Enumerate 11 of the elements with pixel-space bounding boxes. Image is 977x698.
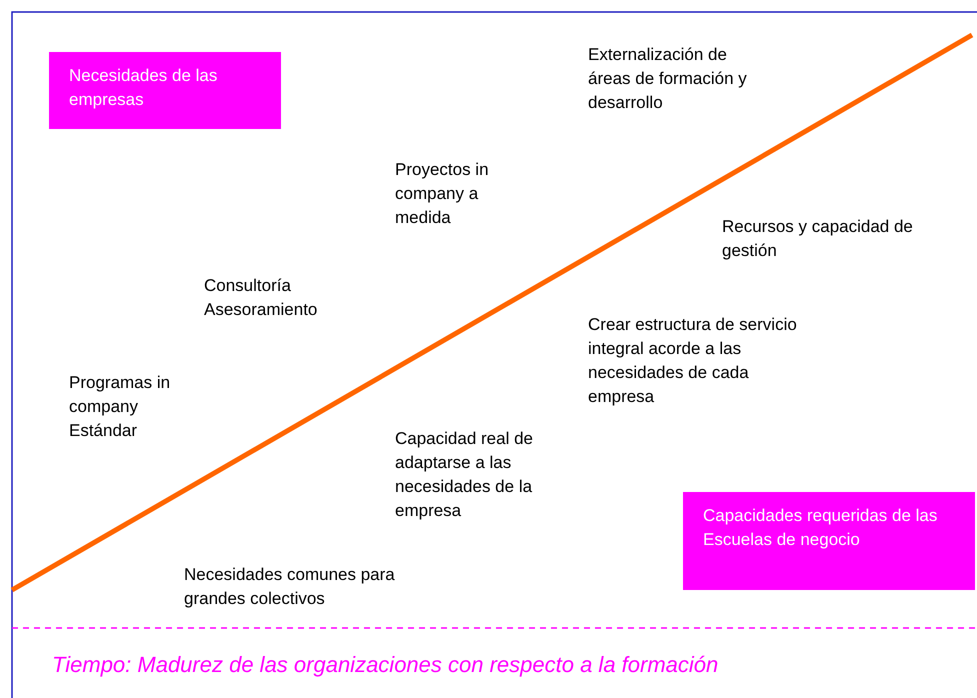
annotation-text: Capacidad real de adaptarse a las necesidades de la empresa — [395, 428, 534, 522]
annotation-text: Consultoría Asesoramiento — [204, 275, 318, 321]
axis-caption: Tiempo: Madurez de las organizaciones con respecto a la formación — [52, 652, 718, 678]
category-box: Necesidades de las empresas — [49, 52, 281, 129]
annotation-text: Crear estructura de servicio integral acorde a las necesidades de cada empresa — [588, 314, 798, 408]
annotation-text: Necesidades comunes para grandes colectivos — [184, 564, 396, 610]
annotation-text: Externalización de áreas de formación y desarrollo — [588, 44, 748, 114]
annotation-text: Programas in company Estándar — [69, 372, 172, 442]
annotation-text: Proyectos in company a medida — [395, 159, 490, 229]
annotation-text: Recursos y capacidad de gestión — [722, 216, 914, 262]
category-box: Capacidades requeridas de las Escuelas de negocio — [683, 492, 975, 590]
